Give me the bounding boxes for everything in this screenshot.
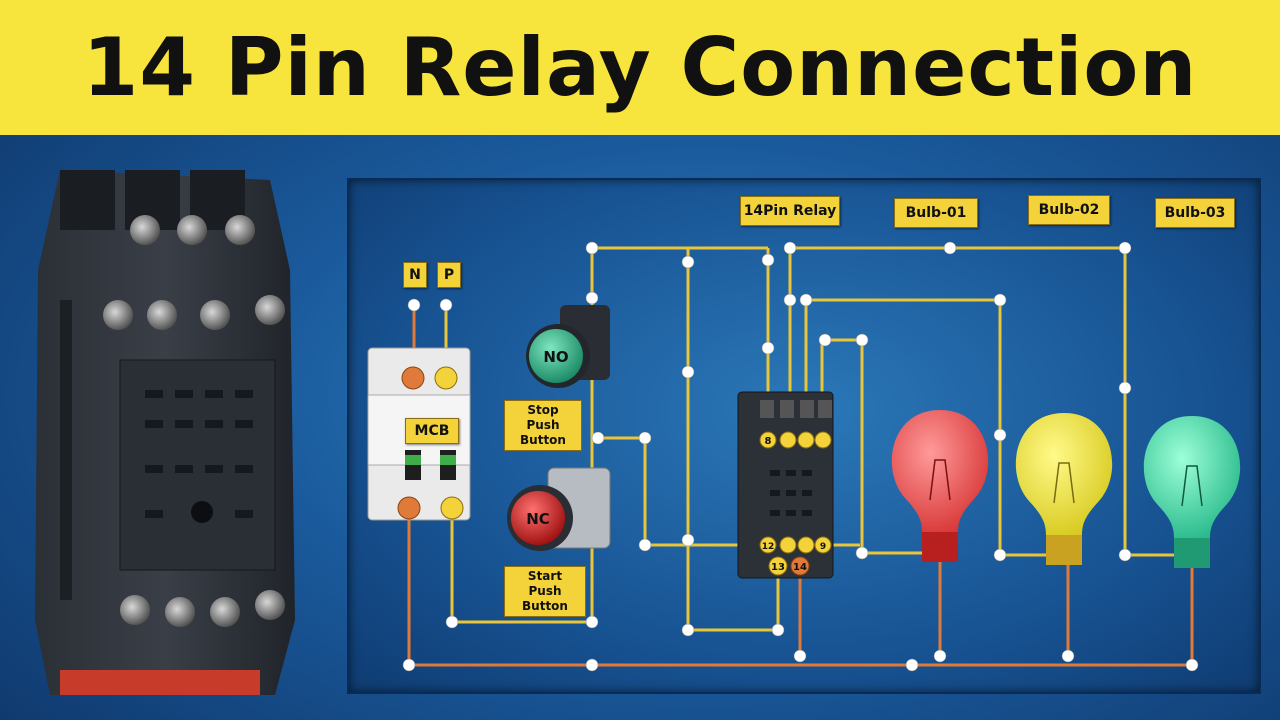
pin-13-label: 13 bbox=[771, 562, 785, 573]
pin-14-label: 14 bbox=[793, 562, 807, 573]
no-button-label: NO bbox=[543, 348, 568, 366]
relay-socket-diagram: 8 12 9 13 14 bbox=[737, 391, 834, 579]
junction-dots bbox=[402, 241, 1199, 672]
pin-9-label: 9 bbox=[820, 542, 826, 552]
nc-button-label: NC bbox=[526, 510, 550, 528]
nc-push-button bbox=[507, 467, 611, 551]
page-title: 14 Pin Relay Connection bbox=[82, 21, 1198, 114]
bulb-02 bbox=[1015, 413, 1113, 565]
bulb-03 bbox=[1143, 416, 1241, 568]
bulb-02-label: Bulb-02 bbox=[1028, 195, 1110, 225]
orange-wires bbox=[407, 305, 1194, 667]
no-push-button bbox=[526, 305, 610, 388]
phase-label: P bbox=[437, 262, 461, 288]
start-push-button-caption: Start Push Button bbox=[504, 566, 586, 617]
bulb-01-label: Bulb-01 bbox=[894, 198, 978, 228]
relay-socket-image bbox=[35, 170, 295, 695]
pin-12-label: 12 bbox=[762, 542, 775, 552]
relay-label: 14Pin Relay bbox=[740, 196, 840, 226]
mcb-label: MCB bbox=[405, 418, 459, 444]
pin-8-label: 8 bbox=[765, 436, 772, 447]
neutral-label: N bbox=[403, 262, 427, 288]
bulb-03-label: Bulb-03 bbox=[1155, 198, 1235, 228]
stop-push-button-caption: Stop Push Button bbox=[504, 400, 582, 451]
title-banner: 14 Pin Relay Connection bbox=[0, 0, 1280, 135]
bulb-01 bbox=[891, 410, 989, 562]
